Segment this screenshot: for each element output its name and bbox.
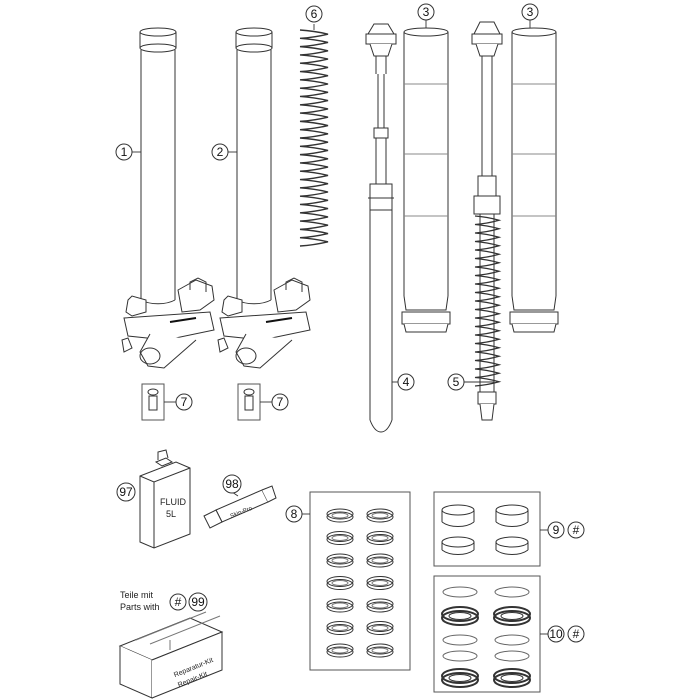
- callout-3-right: 3: [521, 3, 539, 21]
- seal-kit-rings: [326, 508, 394, 658]
- damping-cartridge-right: [471, 21, 503, 421]
- repair-note-en: Parts with: [120, 602, 160, 612]
- svg-text:5: 5: [453, 375, 460, 389]
- callout-4: 4: [397, 373, 415, 391]
- svg-text:9: 9: [553, 523, 560, 537]
- inner-tube-left: [401, 27, 451, 333]
- fork-seal-kit-rings: [441, 586, 531, 688]
- inner-tube-right: [509, 27, 559, 333]
- callout-7-right: 7: [271, 393, 289, 411]
- oil-can-label-volume: 5L: [166, 509, 176, 519]
- callout-2: 2: [211, 143, 229, 161]
- svg-text:97: 97: [119, 485, 133, 499]
- svg-text:7: 7: [277, 395, 284, 409]
- svg-text:4: 4: [403, 375, 410, 389]
- callout-1: 1: [115, 143, 133, 161]
- fork-spring: [299, 29, 329, 247]
- svg-text:6: 6: [311, 7, 318, 21]
- bushing-kit-frame: [433, 491, 541, 567]
- svg-text:#: #: [573, 523, 580, 537]
- seal-kit-frame: [309, 491, 411, 671]
- callout-99: 99: [188, 592, 208, 612]
- callout-3-left: 3: [417, 3, 435, 21]
- grease-tube: Skin-Pro: [203, 485, 277, 529]
- svg-text:2: 2: [217, 145, 224, 159]
- callout-10: 10: [547, 625, 565, 643]
- callout-9-hash: #: [567, 521, 585, 539]
- svg-text:8: 8: [291, 507, 298, 521]
- svg-text:98: 98: [225, 477, 239, 491]
- oil-can-label-fluid: FLUID: [160, 497, 187, 507]
- svg-text:3: 3: [527, 5, 534, 19]
- bleed-screw-left-group: [141, 383, 165, 421]
- damping-cartridge-left: [365, 23, 397, 433]
- callout-10-hash: #: [567, 625, 585, 643]
- svg-text:10: 10: [549, 627, 563, 641]
- svg-text:1: 1: [121, 145, 128, 159]
- callout-6: 6: [305, 5, 323, 23]
- outer-tube-left: [121, 27, 215, 369]
- callout-8: 8: [285, 505, 303, 523]
- fork-oil-can: FLUID 5L: [139, 449, 191, 549]
- repair-kit-box: Reparatur-Kit Repair-Kit: [118, 611, 224, 699]
- svg-text:#: #: [573, 627, 580, 641]
- repair-note-de: Teile mit: [120, 590, 154, 600]
- callout-9: 9: [547, 521, 565, 539]
- callout-97: 97: [116, 482, 136, 502]
- callout-7-left: 7: [175, 393, 193, 411]
- svg-text:#: #: [175, 595, 182, 609]
- svg-text:3: 3: [423, 5, 430, 19]
- svg-text:7: 7: [181, 395, 188, 409]
- callout-5: 5: [447, 373, 465, 391]
- callout-layer: 1 2 3 3 4 5 6 7 7 8 9 # 10 # 97 98 # 99: [115, 3, 585, 643]
- outer-tube-right: [217, 27, 311, 369]
- svg-text:99: 99: [191, 595, 205, 609]
- callout-98: 98: [222, 474, 242, 494]
- callout-99-hash: #: [169, 593, 187, 611]
- bushing-kit-parts: [441, 504, 529, 555]
- cartridge-spring: [474, 215, 502, 387]
- bleed-screw-right-group: [237, 383, 261, 421]
